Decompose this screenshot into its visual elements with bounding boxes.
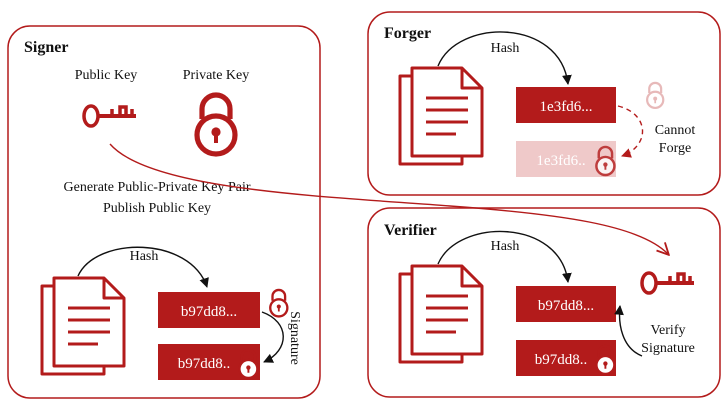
verifier-signed-value: b97dd8.. xyxy=(535,352,588,368)
signer-document-icon xyxy=(40,276,126,376)
verifier-hash-arrow xyxy=(437,230,572,283)
private-key-label: Private Key xyxy=(183,68,249,83)
forger-document-icon xyxy=(398,66,484,166)
verifier-hash-box xyxy=(516,286,616,322)
signer-title: Signer xyxy=(24,39,68,56)
signer-hash-value: b97dd8... xyxy=(181,304,237,320)
publish-public-key-arrow xyxy=(109,143,668,254)
forger-hash-value: 1e3fd6... xyxy=(540,99,593,115)
public-key-label: Public Key xyxy=(75,68,138,83)
signer-signed-value: b97dd8.. xyxy=(178,356,231,372)
verifier-title: Verifier xyxy=(384,222,437,239)
verify-signature-line1: Verify xyxy=(651,323,686,338)
forger-hash-arrow xyxy=(437,31,572,85)
forger-hash-label: Hash xyxy=(491,41,520,56)
publish-public-key-text: Publish Public Key xyxy=(103,201,211,216)
signature-label: Signature xyxy=(287,311,302,365)
signer-hash-label: Hash xyxy=(130,249,159,264)
verify-signature-line2: Signature xyxy=(641,341,695,356)
forger-hash-box xyxy=(516,87,616,123)
forge-attempt-arrow xyxy=(617,105,644,158)
signer-hash-box xyxy=(158,292,260,328)
verifier-document-icon xyxy=(398,264,484,364)
verify-arrow xyxy=(614,305,643,357)
forger-forged-value: 1e3fd6.. xyxy=(536,153,585,169)
forger-title: Forger xyxy=(384,25,431,42)
signature-arrow xyxy=(261,311,284,363)
generate-key-pair-text: Generate Public-Private Key Pair xyxy=(64,180,251,195)
cannot-forge-line2: Forge xyxy=(659,141,691,156)
verifier-hash-value: b97dd8... xyxy=(538,298,594,314)
verifier-hash-label: Hash xyxy=(491,239,520,254)
signer-hash-arrow xyxy=(77,246,209,288)
cannot-forge-line1: Cannot xyxy=(655,123,696,138)
